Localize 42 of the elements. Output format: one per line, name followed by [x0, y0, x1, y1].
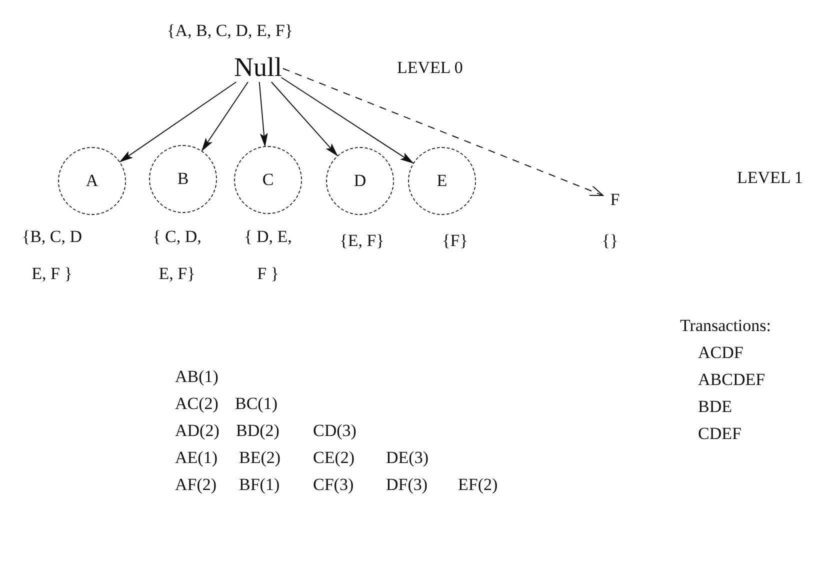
arrow	[119, 82, 237, 162]
pair-count: EF(2)	[458, 475, 498, 495]
arrow	[282, 68, 604, 196]
pair-count: AB(1)	[175, 367, 218, 387]
arrow	[201, 82, 248, 152]
candidate-set: { C, D, E, F}	[152, 226, 202, 285]
transactions-heading: Transactions:	[680, 316, 771, 336]
transaction: ABCDEF	[698, 370, 766, 390]
pair-count: CF(3)	[313, 475, 354, 495]
itemset-circle: C	[234, 146, 302, 214]
pair-count: AF(2)	[175, 475, 217, 495]
candidate-set: { D, E, F }	[244, 226, 292, 285]
itemset-circle: B	[149, 145, 217, 213]
candidate-set: {}	[600, 230, 620, 252]
arrow	[258, 82, 268, 148]
itemset-circle: D	[326, 147, 394, 215]
candidate-set: {E, F}	[338, 230, 386, 252]
pair-count: DF(3)	[386, 475, 428, 495]
pair-count: DE(3)	[386, 448, 428, 468]
pair-count: AD(2)	[175, 421, 220, 441]
node-label: F	[603, 188, 627, 212]
pair-count: BE(2)	[239, 448, 281, 468]
candidate-set: {A, B, C, D, E, F}	[166, 20, 294, 42]
pair-count: AC(2)	[175, 394, 218, 414]
level-label: LEVEL 0	[397, 58, 463, 78]
level-label: LEVEL 1	[737, 168, 803, 188]
arrow	[280, 77, 414, 164]
candidate-set: {B, C, D E, F }	[20, 226, 84, 285]
pair-count: AE(1)	[175, 448, 218, 468]
node-label: Null	[232, 52, 284, 82]
transaction: ACDF	[698, 343, 744, 363]
itemset-circle: E	[408, 147, 476, 215]
pair-count: BD(2)	[236, 421, 280, 441]
pair-count: BC(1)	[235, 394, 278, 414]
pair-count: CE(2)	[313, 448, 355, 468]
candidate-set: {F}	[441, 230, 469, 252]
pair-count: BF(1)	[239, 475, 280, 495]
itemset-circle: A	[58, 147, 126, 215]
transaction: BDE	[698, 397, 732, 417]
transaction: CDEF	[698, 424, 742, 444]
arrow	[270, 82, 338, 156]
pair-count: CD(3)	[313, 421, 356, 441]
